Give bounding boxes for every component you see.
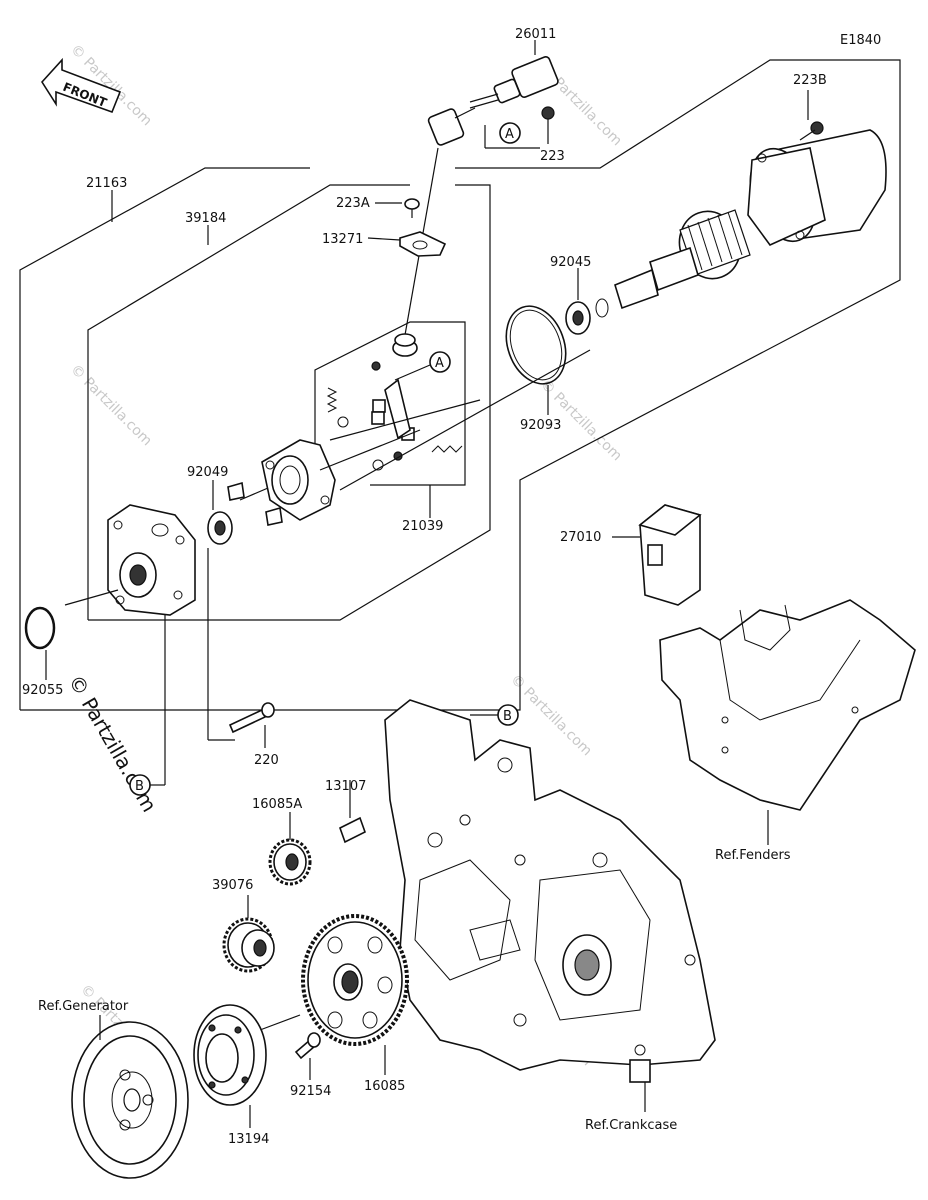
label-223A: 223A (336, 196, 370, 211)
bolt-220 (207, 548, 275, 748)
frame-21163 (19, 59, 901, 711)
callout-a-top-label: A (505, 127, 514, 142)
label-92055: 92055 (22, 683, 63, 698)
label-ref-fenders: Ref.Fenders (715, 848, 791, 863)
label-92154: 92154 (290, 1084, 331, 1099)
end-housing (227, 349, 591, 526)
callout-b-left: B (129, 615, 166, 796)
relay-27010 (612, 504, 702, 606)
label-220: 220 (254, 753, 279, 768)
label-223B: 223B (793, 73, 827, 88)
label-13194: 13194 (228, 1132, 269, 1147)
gear-16085A (268, 812, 312, 886)
label-ref-crankcase: Ref.Crankcase (585, 1118, 677, 1133)
watermark-3: © Partzilla.com (67, 362, 155, 450)
label-223: 223 (540, 149, 565, 164)
label-21163: 21163 (86, 176, 127, 191)
generator-rotor (71, 1015, 189, 1179)
oring-92093 (505, 305, 567, 415)
frame-39184 (87, 184, 491, 621)
screw-92154 (259, 1014, 321, 1080)
clutch-13194 (193, 1004, 267, 1128)
label-13271: 13271 (322, 232, 363, 247)
label-27010: 27010 (560, 530, 601, 545)
label-39076: 39076 (212, 878, 253, 893)
label-92045: 92045 (550, 255, 591, 270)
screw-223A (367, 198, 447, 257)
label-21039: 21039 (402, 519, 443, 534)
label-92049: 92049 (187, 465, 228, 480)
oring-92055 (24, 606, 56, 680)
label-26011: 26011 (515, 27, 556, 42)
motor-housing (747, 90, 887, 246)
fender-bracket (659, 599, 916, 845)
label-16085A: 16085A (252, 797, 302, 812)
label-39184: 39184 (185, 211, 226, 226)
gear-16085 (301, 914, 409, 1075)
label-92093: 92093 (520, 418, 561, 433)
grommet (392, 333, 418, 357)
brush-holder: A (326, 351, 463, 471)
armature (614, 209, 751, 310)
bolt-223 (484, 106, 555, 149)
gear-39076 (222, 895, 275, 973)
callout-a-top: A (499, 122, 521, 144)
label-ref-generator: Ref.Generator (38, 999, 129, 1014)
callout-a-2: A (435, 356, 444, 371)
shaft-13107 (339, 780, 366, 844)
crankcase: B (384, 699, 716, 1112)
watermark-large: © Partzilla.com (64, 671, 162, 817)
front-cover (64, 504, 196, 616)
seal-92049 (207, 480, 269, 545)
bearing-92045 (565, 268, 609, 335)
label-16085: 16085 (364, 1079, 405, 1094)
label-13107: 13107 (325, 779, 366, 794)
part-labels: 26011 223B 223 21163 39184 223A 13271 92… (22, 27, 827, 1147)
diagram-code: E1840 (840, 33, 881, 48)
connector-26011 (404, 40, 559, 336)
callout-b-crankcase-label: B (503, 709, 512, 724)
frame-21039 (314, 321, 466, 518)
callout-b-left-label: B (135, 779, 144, 794)
